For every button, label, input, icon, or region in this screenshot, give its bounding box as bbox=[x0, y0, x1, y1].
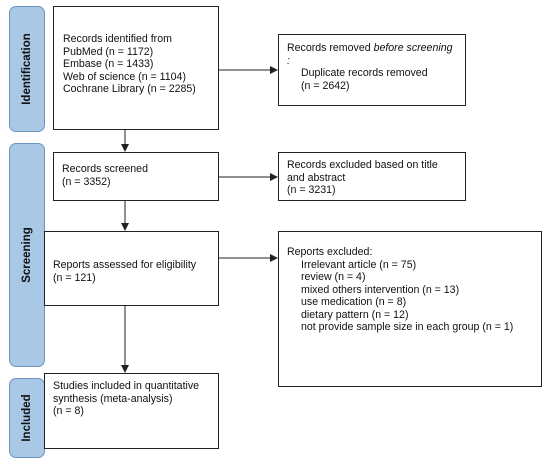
reports-assessed-count: (n = 121) bbox=[53, 271, 96, 284]
duplicate-records-label: Duplicate records removed bbox=[301, 67, 428, 79]
records-removed-title-prefix: Records removed bbox=[287, 42, 374, 54]
records-excluded-box: Records excluded based on title and abst… bbox=[278, 152, 466, 201]
phase-included-tab: Included bbox=[9, 378, 45, 458]
phase-included-label: Included bbox=[21, 394, 33, 442]
records-removed-box: Records removed before screening : Dupli… bbox=[278, 34, 466, 106]
exclusion-reason: use medication (n = 8) bbox=[301, 296, 407, 308]
source-embase: Embase (n = 1433) bbox=[63, 58, 154, 70]
reports-assessed-title: Reports assessed for eligibility bbox=[53, 259, 197, 271]
phase-screening-label: Screening bbox=[21, 227, 33, 283]
phase-screening-tab: Screening bbox=[9, 143, 45, 367]
exclusion-reason: mixed others intervention (n = 13) bbox=[301, 283, 460, 296]
records-excluded-line2: and abstract bbox=[287, 171, 346, 184]
source-web-of-science: Web of science (n = 1104) bbox=[63, 70, 186, 83]
reports-excluded-title: Reports excluded: bbox=[287, 246, 373, 258]
records-identified-box: Records identified from PubMed (n = 1172… bbox=[53, 6, 219, 130]
source-pubmed: PubMed (n = 1172) bbox=[63, 45, 154, 58]
studies-included-box: Studies included in quantitative synthes… bbox=[44, 373, 219, 449]
records-removed-title-suffix: : bbox=[287, 54, 290, 67]
records-screened-count: (n = 3352) bbox=[62, 175, 111, 188]
records-screened-title: Records screened bbox=[62, 163, 148, 175]
records-screened-box: Records screened (n = 3352) bbox=[53, 152, 219, 201]
records-excluded-count: (n = 3231) bbox=[287, 184, 336, 196]
duplicate-records-count: (n = 2642) bbox=[301, 79, 350, 92]
phase-identification-label: Identification bbox=[21, 33, 33, 105]
studies-included-count: (n = 8) bbox=[53, 405, 84, 417]
exclusion-reason: not provide sample size in each group (n… bbox=[301, 321, 514, 333]
exclusion-reason: dietary pattern (n = 12) bbox=[301, 308, 409, 321]
exclusion-reason: review (n = 4) bbox=[301, 271, 366, 283]
reports-assessed-box: Reports assessed for eligibility (n = 12… bbox=[44, 231, 219, 306]
studies-included-line2: synthesis (meta-analysis) bbox=[53, 392, 173, 405]
reports-excluded-box: Reports excluded: Irrelevant article (n … bbox=[278, 231, 542, 387]
source-cochrane: Cochrane Library (n = 2285) bbox=[63, 83, 196, 95]
studies-included-line1: Studies included in quantitative bbox=[53, 380, 200, 392]
exclusion-reason: Irrelevant article (n = 75) bbox=[301, 258, 417, 271]
phase-identification-tab: Identification bbox=[9, 6, 45, 132]
records-identified-title: Records identified from bbox=[63, 33, 172, 45]
records-removed-title-italic: before screening bbox=[373, 42, 453, 54]
records-excluded-line1: Records excluded based on title bbox=[287, 159, 438, 171]
records-removed-title: Records removed before screening bbox=[287, 42, 465, 55]
